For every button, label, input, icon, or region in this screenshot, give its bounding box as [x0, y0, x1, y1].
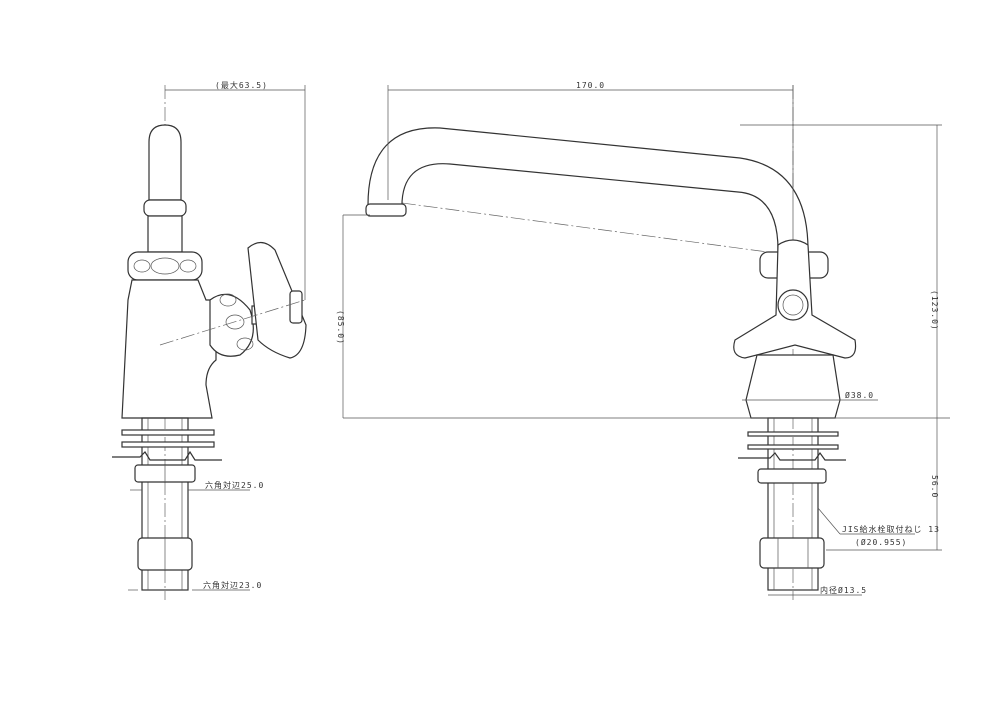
thread-diameter-label: (Ø20.955) [855, 537, 907, 547]
side-view [112, 85, 307, 600]
max-width-label: (最大63.5) [215, 80, 268, 90]
base-diameter-label: Ø38.0 [845, 390, 874, 400]
spout-length-label: 170.0 [576, 81, 605, 90]
hex-23-label: 六角対辺23.0 [203, 580, 262, 590]
total-height-label: (123.0) [930, 290, 939, 331]
inner-diameter-label: 内径Ø13.5 [820, 585, 867, 595]
shank-length-label: 56.0 [930, 475, 939, 498]
front-view [342, 85, 950, 600]
hex-25-label: 六角対辺25.0 [205, 480, 264, 490]
thread-spec-label: JIS給水栓取付ねじ 13 [842, 524, 940, 534]
spout-height-label: (85.0) [336, 310, 345, 345]
